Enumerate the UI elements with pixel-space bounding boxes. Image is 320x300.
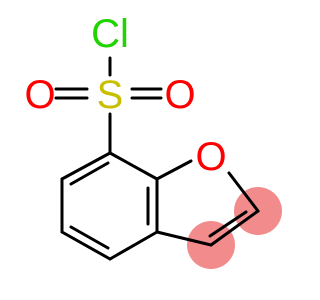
bond-c2-c3	[209, 209, 260, 247]
bond-group	[54, 56, 260, 261]
atom-oxygen-left-label: O	[24, 73, 55, 117]
bond-c6-c7	[60, 151, 112, 181]
bond-c7-c6-inner	[69, 161, 110, 186]
bond-c5-c4-inner	[69, 225, 110, 250]
atom-oxygen-right-label: O	[164, 73, 195, 117]
bond-c7a-o1	[155, 159, 193, 181]
bond-c7-c7a	[108, 151, 159, 181]
bond-c3-c3a	[155, 230, 213, 247]
bond-c2-c3-inner	[208, 210, 248, 238]
bond-c3a-c4	[108, 230, 159, 261]
bond-c4-c5	[60, 230, 112, 261]
molecule-canvas: Cl S O O O	[24, 12, 282, 269]
atom-ring-oxygen-label: O	[195, 135, 226, 179]
molecule-structure: Cl S O O O	[24, 12, 282, 269]
atom-chlorine-label: Cl	[91, 12, 129, 56]
atom-sulfur-label: S	[97, 73, 124, 117]
bond-o1-c2	[227, 171, 260, 213]
